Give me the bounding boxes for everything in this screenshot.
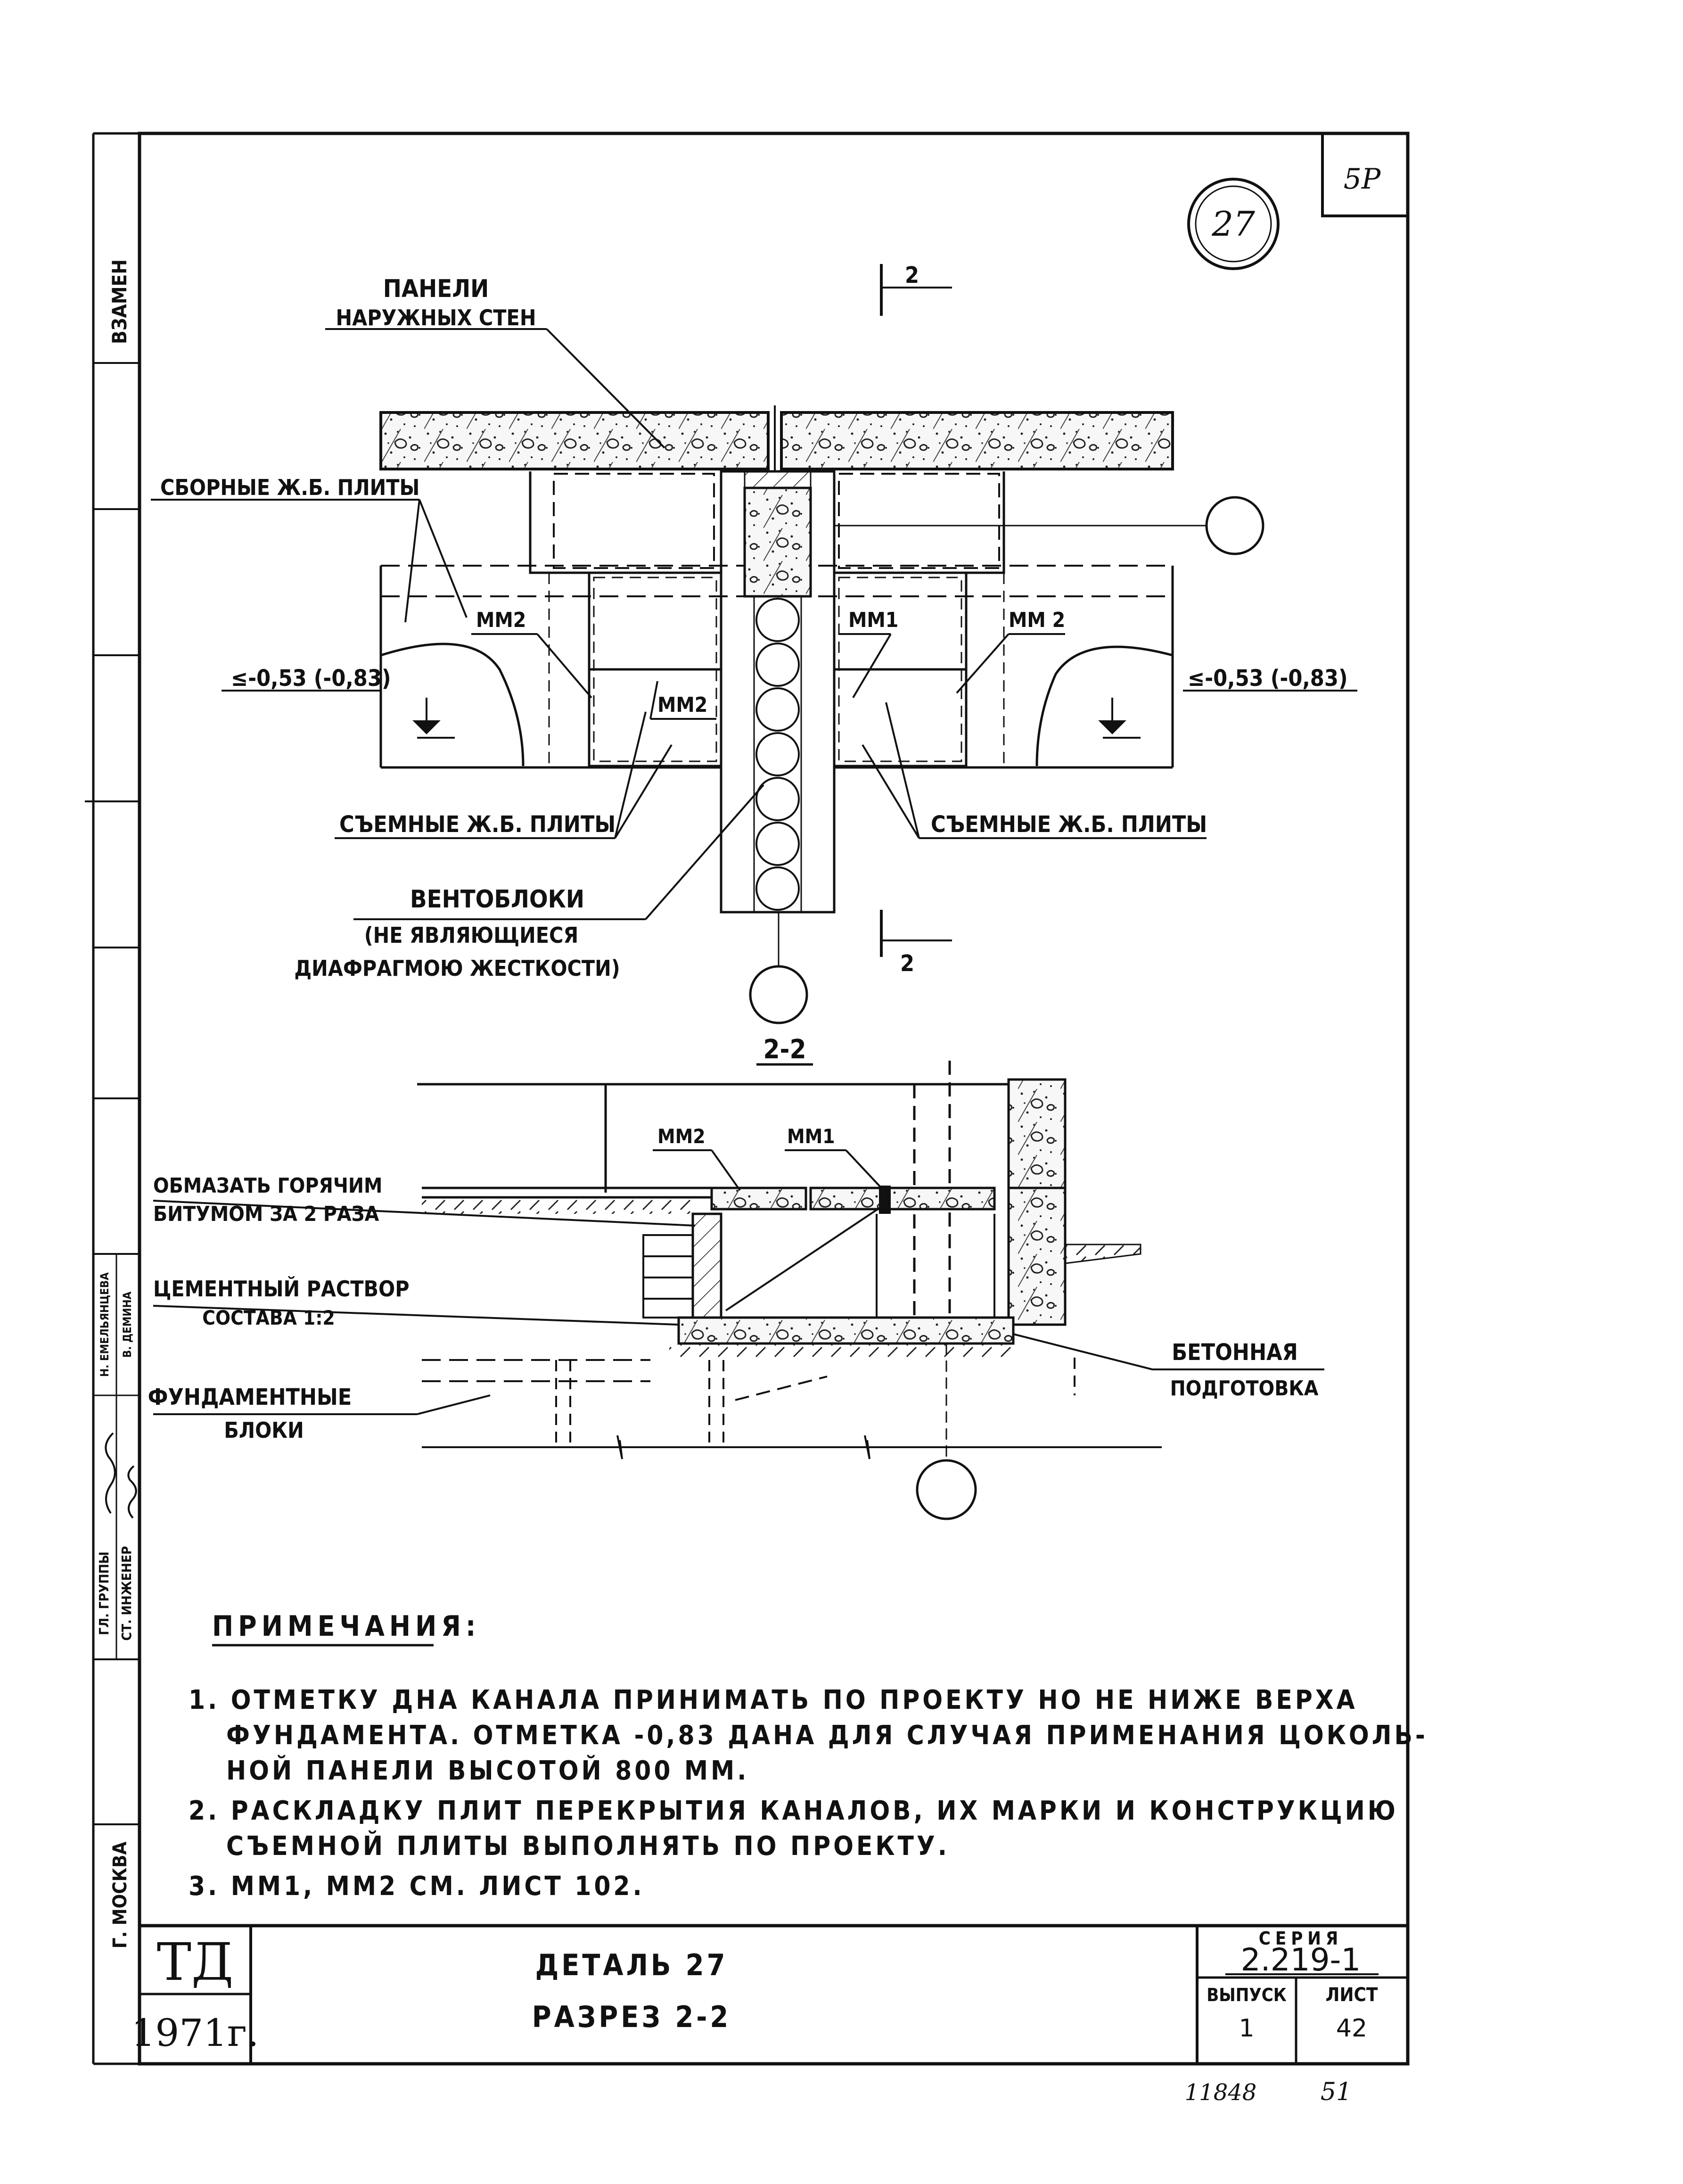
- inventory-number: 11848: [1185, 2079, 1257, 2106]
- note-line-4: 2. РАСКЛАДКУ ПЛИТ ПЕРЕКРЫТИЯ КАНАЛОВ, ИХ…: [189, 1796, 1398, 1826]
- section-cover-slab-mm1: [809, 1187, 996, 1211]
- section-blocks-line1: ФУНДАМЕНТНЫЕ: [148, 1384, 352, 1410]
- org-code: ТД: [157, 1932, 234, 1992]
- section-mm1: ММ1: [787, 1125, 835, 1148]
- wall-panel-left: [379, 411, 770, 470]
- section-cover-slab-mm2: [710, 1187, 807, 1211]
- callout-vent-line1: ВЕНТОБЛОКИ: [410, 885, 584, 914]
- removable-slabs: [548, 571, 1005, 767]
- callout-mm2-left: ММ2: [476, 608, 526, 632]
- level-marker-left: [412, 698, 455, 739]
- section-blocks-line2: БЛОКИ: [224, 1418, 304, 1443]
- section-leader-lines: [153, 1149, 1324, 1415]
- plan-leader-lines: [151, 328, 1357, 920]
- issue-label: ВЫПУСК: [1207, 1985, 1287, 2005]
- replace-label: ВЗАМЕН: [108, 259, 131, 344]
- plan-callouts: ПАНЕЛИ НАРУЖНЫХ СТЕН СБОРНЫЕ Ж.Б. ПЛИТЫ …: [160, 275, 1348, 981]
- section-foundation-blocks: [422, 1358, 1162, 1459]
- section-concrete-line2: ПОДГОТОВКА: [1170, 1376, 1319, 1401]
- section-concrete-line1: БЕТОННАЯ: [1172, 1339, 1298, 1366]
- section-mark-top: 2: [905, 262, 919, 288]
- note-line-5: СЪЕМНОЙ ПЛИТЫ ВЫПОЛНЯТЬ ПО ПРОЕКТУ.: [226, 1830, 950, 1862]
- section-cut-bottom: [880, 910, 952, 957]
- section-soil-right: [1064, 1244, 1141, 1264]
- callout-panels-line1: ПАНЕЛИ: [383, 275, 489, 303]
- drawing-title-line1: ДЕТАЛЬ 27: [535, 1948, 728, 1982]
- callout-removable-left: СЪЕМНЫЕ Ж.Б. ПЛИТЫ: [339, 811, 616, 838]
- level-marker-right: [1098, 698, 1141, 739]
- note-line-3: НОЙ ПАНЕЛИ ВЫСОТОЙ 800 ММ.: [226, 1755, 749, 1786]
- signature-1: [105, 1432, 116, 1514]
- section-reference-circle: [916, 1459, 977, 1520]
- section-upper-wall: [417, 1061, 1009, 1339]
- callout-removable-right: СЪЕМНЫЕ Ж.Б. ПЛИТЫ: [931, 811, 1207, 838]
- section-callouts: ММ2 ММ1 ОБМАЗАТЬ ГОРЯЧИМ БИТУМОМ ЗА 2 РА…: [148, 1125, 1319, 1443]
- callout-mm2-center: ММ2: [657, 693, 707, 717]
- sheet-corner-number: 5P: [1344, 163, 1381, 196]
- city-label: Г. МОСКВА: [109, 1842, 131, 1949]
- section-bitumen-line1: ОБМАЗАТЬ ГОРЯЧИМ: [153, 1174, 382, 1198]
- left-margin: ВЗАМЕН Г. МОСКВА ГЛ. ГРУППЫ СТ. ИНЖЕНЕР …: [96, 259, 137, 1949]
- section-cut-top: [880, 264, 952, 316]
- vent-block-column: [720, 470, 836, 914]
- notes: ПРИМЕЧАНИЯ: 1. ОТМЕТКУ ДНА КАНАЛА ПРИНИМ…: [189, 1610, 1428, 1902]
- section-channel-wall-left: [691, 1212, 722, 1319]
- role-group-chief: ГЛ. ГРУППЫ: [96, 1551, 112, 1635]
- series-label: СЕРИЯ: [1259, 1928, 1343, 1949]
- detail-number: 27: [1211, 204, 1255, 244]
- section-view: 2-2: [148, 1034, 1324, 1520]
- section-plinth-panel: [1007, 1187, 1067, 1326]
- notes-heading: ПРИМЕЧАНИЯ:: [212, 1610, 480, 1643]
- callout-vent-line3: ДИАФРАГМОЮ ЖЕСТКОСТИ): [294, 956, 620, 981]
- role-senior-engineer: СТ. ИНЖЕНЕР: [119, 1546, 134, 1641]
- drawing-title-line2: РАЗРЕЗ 2-2: [532, 2000, 731, 2034]
- sheet-value: 42: [1336, 2014, 1367, 2043]
- section-base-slab: [677, 1316, 1015, 1345]
- callout-precast-slabs: СБОРНЫЕ Ж.Б. ПЛИТЫ: [160, 475, 419, 500]
- series-value: 2.219-1: [1241, 1942, 1361, 1978]
- section-mm2: ММ2: [657, 1125, 706, 1148]
- section-title: 2-2: [763, 1034, 806, 1065]
- plan-view: 2 2: [151, 262, 1357, 1024]
- issue-value: 1: [1239, 2014, 1254, 2043]
- name-demina: В. ДЕМИНА: [121, 1291, 134, 1358]
- reference-circle-axis-1: [1205, 496, 1264, 555]
- detail-marker: 27: [1187, 178, 1280, 270]
- callout-mm1: ММ1: [848, 608, 898, 632]
- section-mortar-line2: СОСТАВА 1:2: [202, 1306, 335, 1329]
- section-soil-base: [669, 1343, 1018, 1358]
- section-soil-left: [422, 1200, 695, 1214]
- note-line-1: 1. ОТМЕТКУ ДНА КАНАЛА ПРИНИМАТЬ ПО ПРОЕК…: [189, 1685, 1358, 1715]
- level-right: ≤-0,53 (-0,83): [1188, 665, 1348, 692]
- section-wall-panel: [1007, 1078, 1067, 1189]
- wall-panel-right: [780, 411, 1174, 470]
- callout-panels-line2: НАРУЖНЫХ СТЕН: [336, 305, 536, 330]
- note-line-6: 3. ММ1, ММ2 СМ. ЛИСТ 102.: [189, 1871, 645, 1902]
- drawing-year: 1971г.: [131, 2011, 259, 2055]
- reference-circle-axis-2: [749, 965, 808, 1024]
- sheet-label: ЛИСТ: [1326, 1984, 1378, 2006]
- page-number: 51: [1321, 2078, 1352, 2106]
- callout-mm2-right: ММ 2: [1009, 608, 1065, 632]
- section-mortar-line1: ЦЕМЕНТНЫЙ РАСТВОР: [153, 1276, 410, 1302]
- sheet-frame: [85, 132, 1410, 2066]
- note-line-2: ФУНДАМЕНТА. ОТМЕТКА -0,83 ДАНА ДЛЯ СЛУЧА…: [226, 1720, 1428, 1751]
- level-left: ≤-0,53 (-0,83): [231, 665, 391, 692]
- title-block: [140, 1924, 1408, 2064]
- channel-pour-left: [380, 643, 525, 766]
- section-bitumen-line2: БИТУМОМ ЗА 2 РАЗА: [153, 1202, 379, 1226]
- signature-2: [127, 1465, 137, 1519]
- channel-pour-right: [1035, 645, 1173, 766]
- section-mark-bottom: 2: [900, 950, 914, 977]
- name-emelyantseva: Н. ЕМЕЛЬЯНЦЕВА: [98, 1272, 111, 1377]
- callout-vent-line2: (НЕ ЯВЛЯЮЩИЕСЯ: [364, 923, 578, 948]
